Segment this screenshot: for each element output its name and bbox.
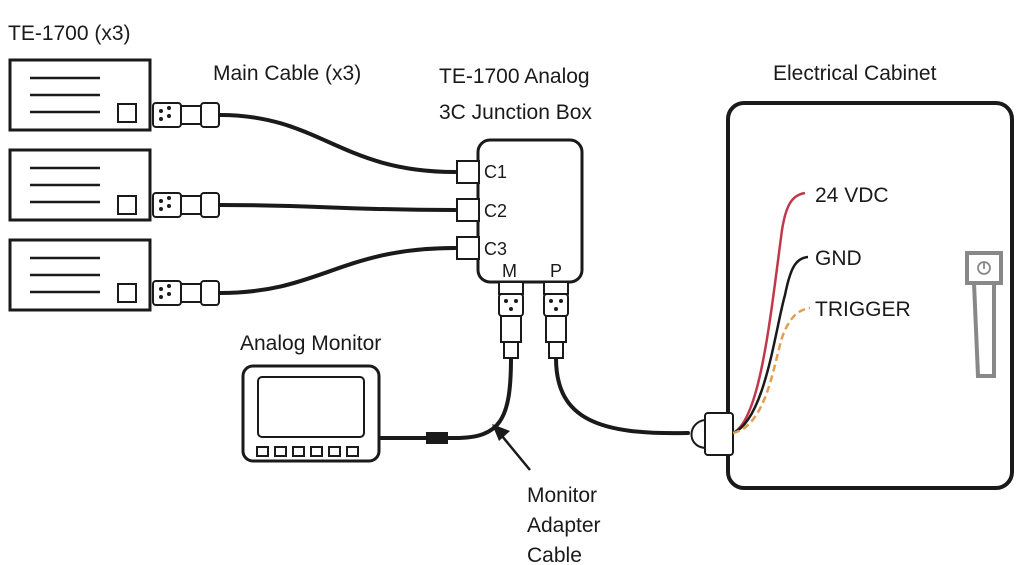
wire-trigger xyxy=(732,306,811,435)
connector-icon xyxy=(543,293,569,359)
electrical-cabinet xyxy=(726,101,1014,490)
devices-label: TE-1700 (x3) xyxy=(8,22,131,45)
main-cables xyxy=(218,113,457,295)
port-c3-label: C3 xyxy=(484,239,507,259)
annotation-arrow xyxy=(501,435,531,471)
wire-gnd-label: GND xyxy=(815,247,862,270)
junction-box-title-line1: TE-1700 Analog xyxy=(439,65,590,88)
te1700-device-1 xyxy=(8,58,152,132)
connector-icon xyxy=(152,192,220,218)
port-c1-label: C1 xyxy=(484,162,507,182)
connector-icon xyxy=(152,102,220,128)
cabinet-gland-connector xyxy=(690,412,734,456)
port-p-label: P xyxy=(550,261,562,281)
monitor-label: Analog Monitor xyxy=(240,332,381,355)
connector-icon xyxy=(152,280,220,306)
power-cable xyxy=(554,356,690,436)
wire-24vdc-label: 24 VDC xyxy=(815,184,889,207)
adapter-label-line3: Cable xyxy=(527,544,582,565)
adapter-label-line2: Adapter xyxy=(527,514,601,537)
main-cable-3 xyxy=(218,246,457,295)
cabinet-label: Electrical Cabinet xyxy=(773,62,937,85)
monitor-adapter-cable xyxy=(378,356,513,440)
main-cable-label: Main Cable (x3) xyxy=(213,62,361,85)
main-cable-2 xyxy=(218,203,457,212)
port-c2-label: C2 xyxy=(484,201,507,221)
wire-gnd xyxy=(732,255,809,435)
monitor-plug xyxy=(426,432,448,444)
arrowhead-icon xyxy=(492,424,510,441)
connector-icon xyxy=(498,293,524,359)
junction-box xyxy=(456,138,584,295)
te1700-device-2 xyxy=(8,148,152,222)
analog-monitor xyxy=(241,364,381,463)
wire-24vdc xyxy=(732,191,806,435)
port-m-label: M xyxy=(502,261,517,281)
adapter-label-line1: Monitor xyxy=(527,484,597,507)
junction-box-title-line2: 3C Junction Box xyxy=(439,101,592,124)
main-cable-1 xyxy=(218,113,457,174)
power-switch-icon xyxy=(965,251,1003,378)
wire-trigger-label: TRIGGER xyxy=(815,298,911,321)
te1700-device-3 xyxy=(8,238,152,312)
